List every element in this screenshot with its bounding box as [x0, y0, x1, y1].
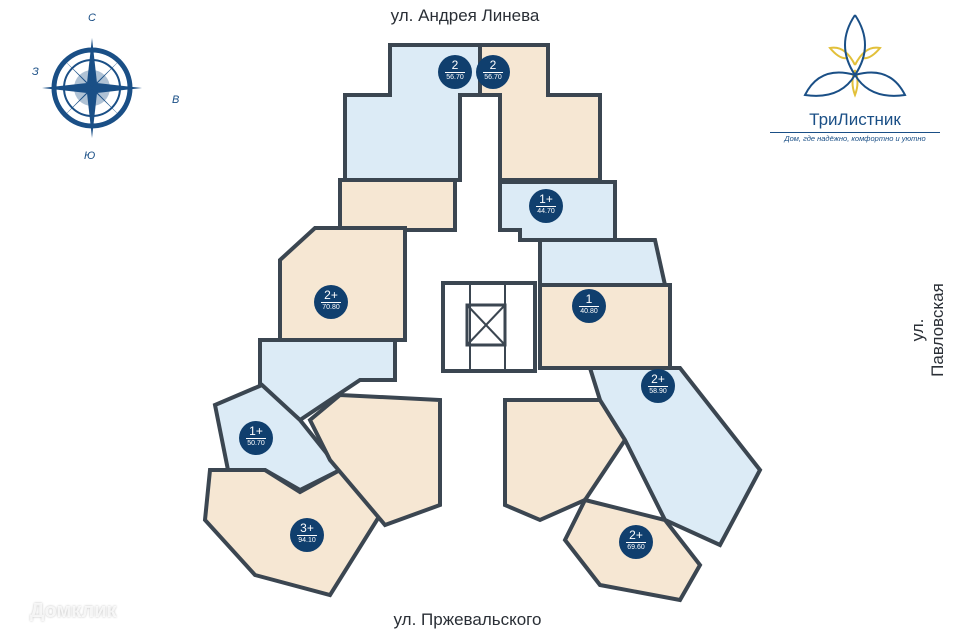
- badge-area: 58.90: [649, 388, 667, 395]
- unit-2plus-70: [278, 226, 407, 342]
- badge-area: 69.60: [627, 544, 645, 551]
- apartment-badge[interactable]: 2+70.80: [314, 285, 348, 319]
- badge-rooms: 3+: [297, 522, 317, 536]
- compass-rose-icon: [42, 38, 142, 138]
- logo-name: ТриЛистник: [809, 110, 901, 129]
- badge-rooms: 2: [483, 59, 503, 73]
- badge-rooms: 2+: [321, 289, 341, 303]
- badge-rooms: 2: [445, 59, 465, 73]
- apartment-badge[interactable]: 1+44.70: [529, 189, 563, 223]
- badge-area: 50.70: [247, 440, 265, 447]
- badge-area: 40.80: [580, 308, 598, 315]
- apartment-badge[interactable]: 2+58.90: [641, 369, 675, 403]
- compass-north: С: [88, 12, 96, 24]
- compass-west: З: [32, 66, 39, 78]
- watermark: Домклик: [30, 600, 117, 622]
- logo-slogan: Дом, где надёжно, комфортно и уютно: [770, 132, 940, 143]
- compass-east: В: [172, 94, 180, 106]
- badge-rooms: 1: [579, 293, 599, 307]
- trefoil-logo-icon: [803, 14, 907, 98]
- unit-left-beige-lower: [307, 392, 442, 528]
- badge-rooms: 2+: [648, 373, 668, 387]
- unit-1-40: [538, 283, 672, 370]
- unit-right-beige-lower: [503, 398, 628, 523]
- badge-rooms: 1+: [536, 193, 556, 207]
- logo: ТриЛистник Дом, где надёжно, комфортно и…: [770, 10, 940, 143]
- compass-south: Ю: [84, 150, 96, 162]
- apartment-badge[interactable]: 2+69.60: [619, 525, 653, 559]
- unit-right-blue-mid: [538, 238, 668, 287]
- badge-area: 44.70: [537, 208, 555, 215]
- apartment-badge[interactable]: 3+94.10: [290, 518, 324, 552]
- badge-area: 94.10: [298, 537, 316, 544]
- badge-rooms: 2+: [626, 529, 646, 543]
- street-label-bottom: ул. Пржевальского: [393, 610, 542, 629]
- badge-rooms: 1+: [246, 425, 266, 439]
- badge-area: 56.70: [484, 74, 502, 81]
- badge-area: 56.70: [446, 74, 464, 81]
- unit-2plus-58: [587, 366, 763, 548]
- badge-area: 70.80: [322, 304, 340, 311]
- street-label-top: ул. Андрея Линева: [390, 6, 540, 25]
- apartment-badge[interactable]: 1+50.70: [239, 421, 273, 455]
